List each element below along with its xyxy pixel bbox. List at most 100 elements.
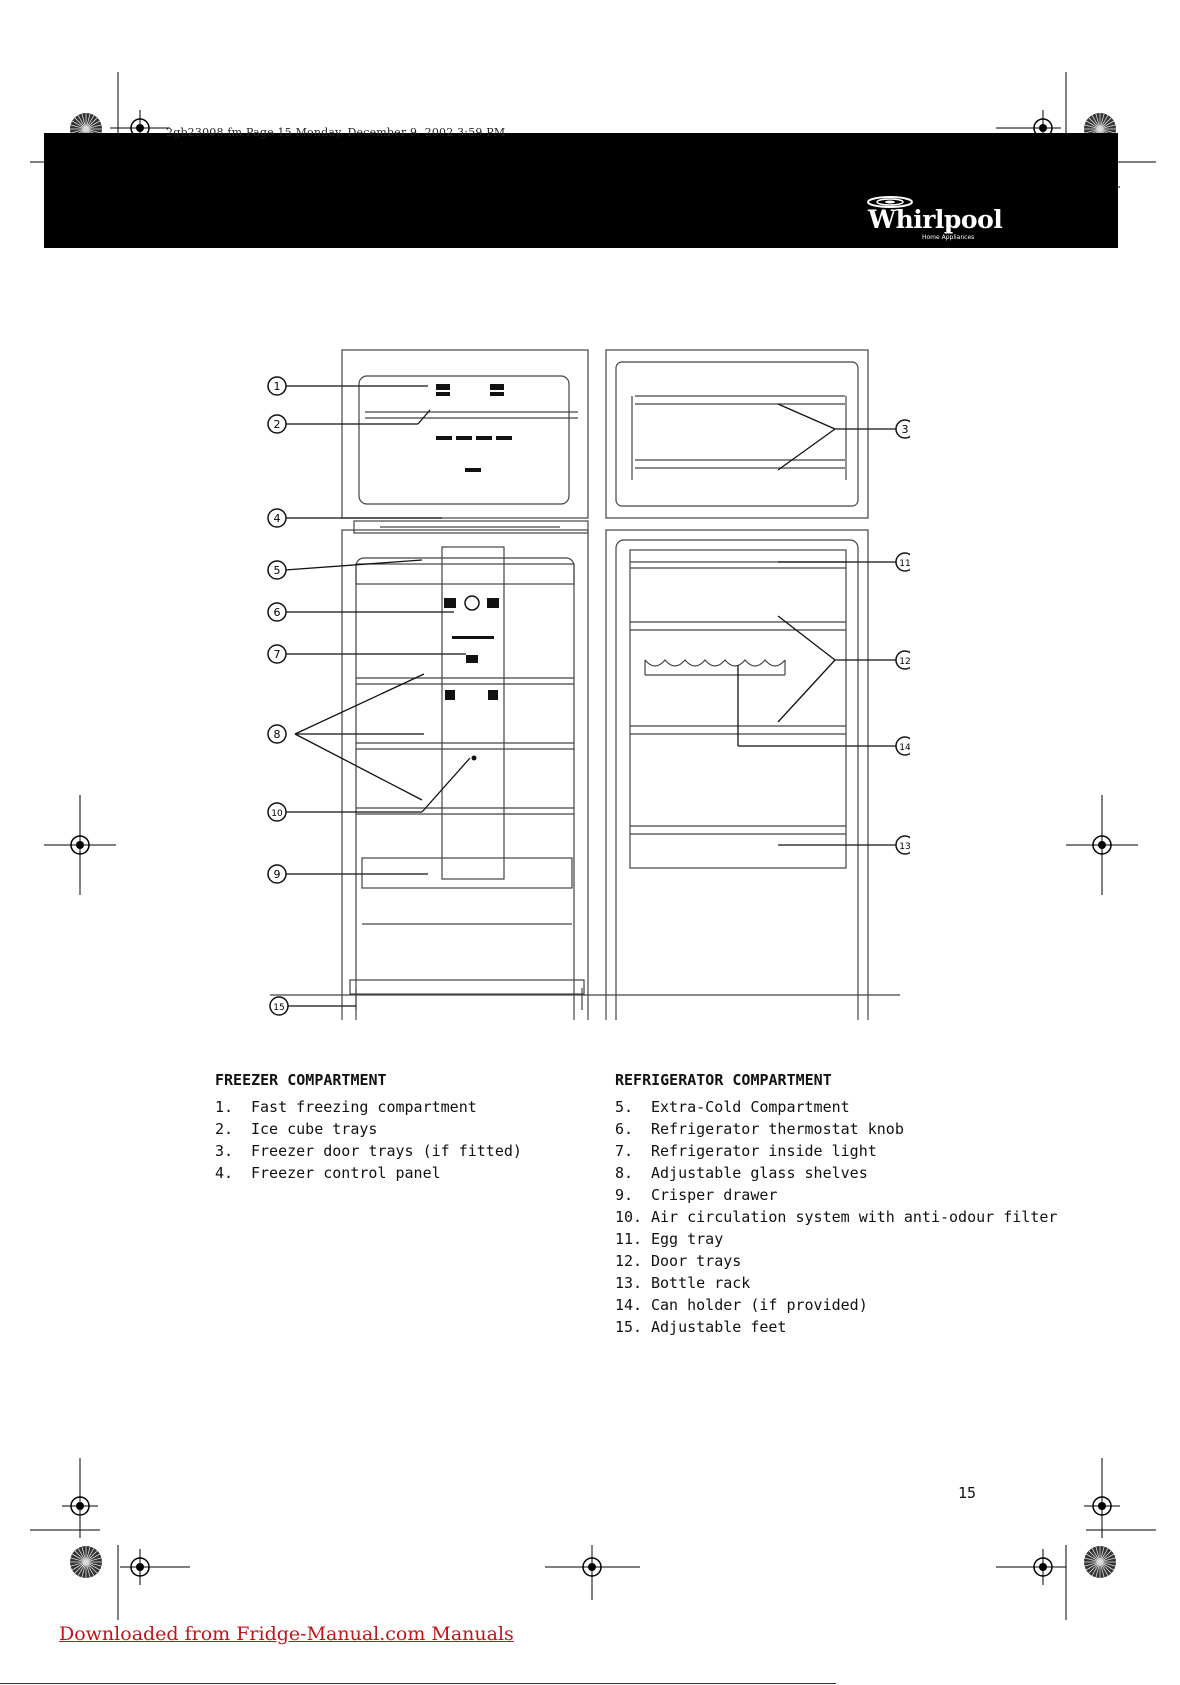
- list-item: 6.Refrigerator thermostat knob: [615, 1118, 1057, 1140]
- page-number: 15: [958, 1484, 977, 1502]
- crosshair-icon: [1025, 1549, 1061, 1585]
- callout-number: 13: [899, 842, 910, 852]
- item-number: 8.: [615, 1164, 634, 1182]
- callout-6: 6: [267, 602, 287, 622]
- callout-number: 15: [273, 1003, 284, 1013]
- item-text: Freezer door trays (if fitted): [251, 1142, 522, 1160]
- file-slug: 2gb23008.fm Page 15 Monday, December 9, …: [166, 126, 506, 139]
- callout-number: 2: [274, 418, 281, 431]
- item-text: Egg tray: [651, 1230, 724, 1248]
- callout-number: 11: [899, 559, 910, 569]
- crosshair-icon: [62, 827, 98, 863]
- callout-number: 12: [899, 657, 910, 667]
- crosshair-icon: [62, 1488, 98, 1524]
- logo-tagline: Home Appliances: [922, 234, 975, 241]
- list-item: 1. Fast freezing compartment: [215, 1096, 522, 1118]
- item-number: 11.: [615, 1230, 643, 1248]
- item-text: Fast freezing compartment: [251, 1098, 477, 1116]
- callout-number: 1: [274, 380, 281, 393]
- callout-number: 8: [274, 728, 281, 741]
- item-number: 9.: [615, 1186, 634, 1204]
- swirl-icon: [867, 196, 913, 208]
- freezer-heading: FREEZER COMPARTMENT: [215, 1071, 387, 1089]
- list-item: 8.Adjustable glass shelves: [615, 1162, 1057, 1184]
- item-text: Ice cube trays: [251, 1120, 378, 1138]
- callout-number: 5: [274, 564, 281, 577]
- list-item: 4. Freezer control panel: [215, 1162, 522, 1184]
- crosshair-icon: [1084, 827, 1120, 863]
- callout-1: 1: [267, 376, 287, 396]
- callout-8: 8: [267, 724, 287, 744]
- callout-5: 5: [267, 560, 287, 580]
- callout-number: 9: [274, 868, 281, 881]
- callout-number: 7: [274, 648, 281, 661]
- item-text: Air circulation system with anti-odour f…: [651, 1208, 1058, 1226]
- item-text: Crisper drawer: [651, 1186, 778, 1204]
- item-text: Extra-Cold Compartment: [651, 1098, 850, 1116]
- item-number: 13.: [615, 1274, 643, 1292]
- callout-15: 15: [269, 996, 289, 1016]
- list-item: 3. Freezer door trays (if fitted): [215, 1140, 522, 1162]
- item-number: 2.: [215, 1120, 234, 1138]
- starburst-icon: [70, 1546, 102, 1578]
- freezer-list: FREEZER COMPARTMENT 1. Fast freezing comp…: [215, 1071, 522, 1184]
- list-item: 7. Refrigerator inside light: [615, 1140, 1057, 1162]
- refrigerator-list: REFRIGERATOR COMPARTMENT 5. Extra-Cold Co…: [615, 1071, 1057, 1338]
- item-text: Refrigerator thermostat knob: [651, 1120, 904, 1138]
- callout-14: 14: [895, 736, 910, 756]
- item-number: 1.: [215, 1098, 234, 1116]
- callout-3: 3: [895, 419, 910, 439]
- callout-12: 12: [895, 650, 910, 670]
- whirlpool-logo: Whirlpool Home Appliances: [860, 196, 1003, 242]
- item-number: 15.: [615, 1318, 643, 1336]
- list-item: 14. Can holder (if provided): [615, 1294, 1057, 1316]
- crosshair-icon: [574, 1549, 610, 1585]
- crosshair-icon: [1084, 1488, 1120, 1524]
- item-number: 4.: [215, 1164, 234, 1182]
- list-item: 12.Door trays: [615, 1250, 1057, 1272]
- callout-9: 9: [267, 864, 287, 884]
- callout-number: 3: [902, 423, 909, 436]
- logo-wordmark: Whirlpool: [868, 205, 1003, 234]
- list-item: 13. Bottle rack: [615, 1272, 1057, 1294]
- item-text: Freezer control panel: [251, 1164, 441, 1182]
- list-item: 11. Egg tray: [615, 1228, 1057, 1250]
- list-item: 9. Crisper drawer: [615, 1184, 1057, 1206]
- item-text: Can holder (if provided): [651, 1296, 868, 1314]
- item-number: 14.: [615, 1296, 643, 1314]
- list-item: 15. Adjustable feet: [615, 1316, 1057, 1338]
- item-number: 3.: [215, 1142, 234, 1160]
- list-item: 10. Air circulation system with anti-odou…: [615, 1206, 1057, 1228]
- item-text: Door trays: [651, 1252, 742, 1270]
- list-item: 2. Ice cube trays: [215, 1118, 522, 1140]
- callout-number: 6: [274, 606, 281, 619]
- callout-11: 11: [895, 552, 910, 572]
- callout-13: 13: [895, 835, 910, 855]
- fridge-door: [605, 529, 869, 1020]
- item-text: Adjustable feet: [651, 1318, 787, 1336]
- list-item: 5. Extra-Cold Compartment: [615, 1096, 1057, 1118]
- download-link[interactable]: Downloaded from Fridge-Manual.com Manual…: [59, 1623, 514, 1645]
- callout-7: 7: [267, 644, 287, 664]
- item-number: 5.: [615, 1098, 634, 1116]
- header-band: [44, 133, 1118, 248]
- crosshair-icon: [122, 1549, 158, 1585]
- refrigerator-heading: REFRIGERATOR COMPARTMENT: [615, 1071, 832, 1089]
- callout-number: 10: [271, 809, 283, 819]
- callout-number: 4: [274, 512, 281, 525]
- item-text: Bottle rack: [651, 1274, 751, 1292]
- fridge-cabinet: [341, 529, 589, 1020]
- callout-10: 10: [267, 802, 287, 822]
- bottom-rule: [0, 1683, 836, 1684]
- item-number: 7.: [615, 1142, 634, 1160]
- callout-4: 4: [267, 508, 287, 528]
- callout-number: 14: [899, 743, 910, 753]
- freezer-cabinet: [341, 349, 589, 519]
- freezer-door: [605, 349, 869, 519]
- starburst-icon: [1084, 1546, 1116, 1578]
- item-text: Refrigerator inside light: [651, 1142, 877, 1160]
- callout-2: 2: [267, 414, 287, 434]
- item-number: 10.: [615, 1208, 643, 1226]
